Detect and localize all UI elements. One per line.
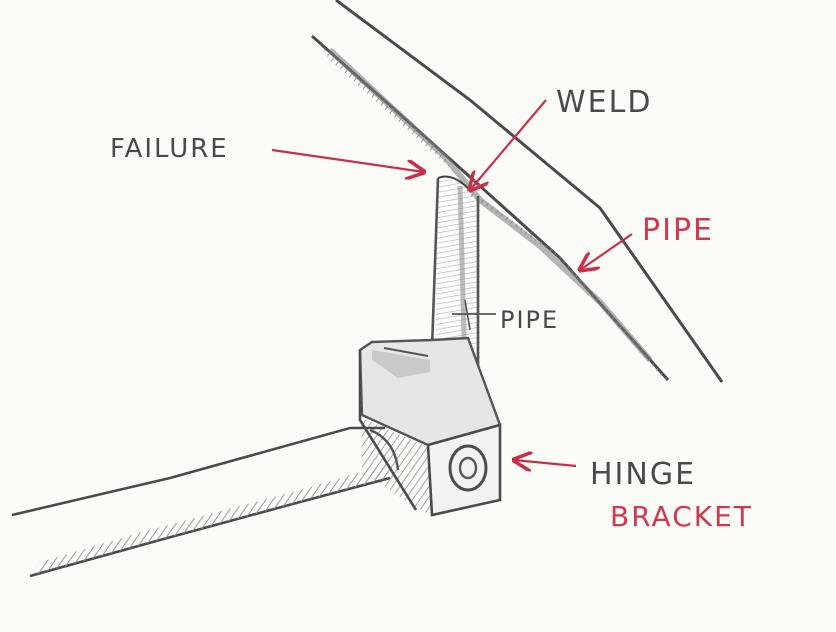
callout-arrows: [271, 99, 633, 466]
diagonal-pipe: [311, 0, 724, 383]
horizontal-pipe: [11, 426, 400, 578]
label-pipe-diagonal: PIPE: [642, 213, 714, 248]
hinge-arrow: [514, 460, 577, 466]
label-bracket: BRACKET: [610, 500, 753, 533]
pipe-vertical-tick: [464, 299, 471, 331]
label-pipe-vertical: PIPE: [500, 306, 559, 334]
weld-arrow: [470, 99, 547, 190]
label-failure: FAILURE: [110, 134, 229, 164]
failure-arrow: [271, 148, 424, 172]
label-weld: WELD: [556, 85, 652, 120]
labels: FAILURE WELD PIPE PIPE HINGE BRACKET: [110, 85, 753, 533]
hinge-bracket: [358, 336, 502, 517]
label-hinge: HINGE: [590, 457, 696, 492]
pipe-diagonal-arrow: [580, 233, 633, 270]
